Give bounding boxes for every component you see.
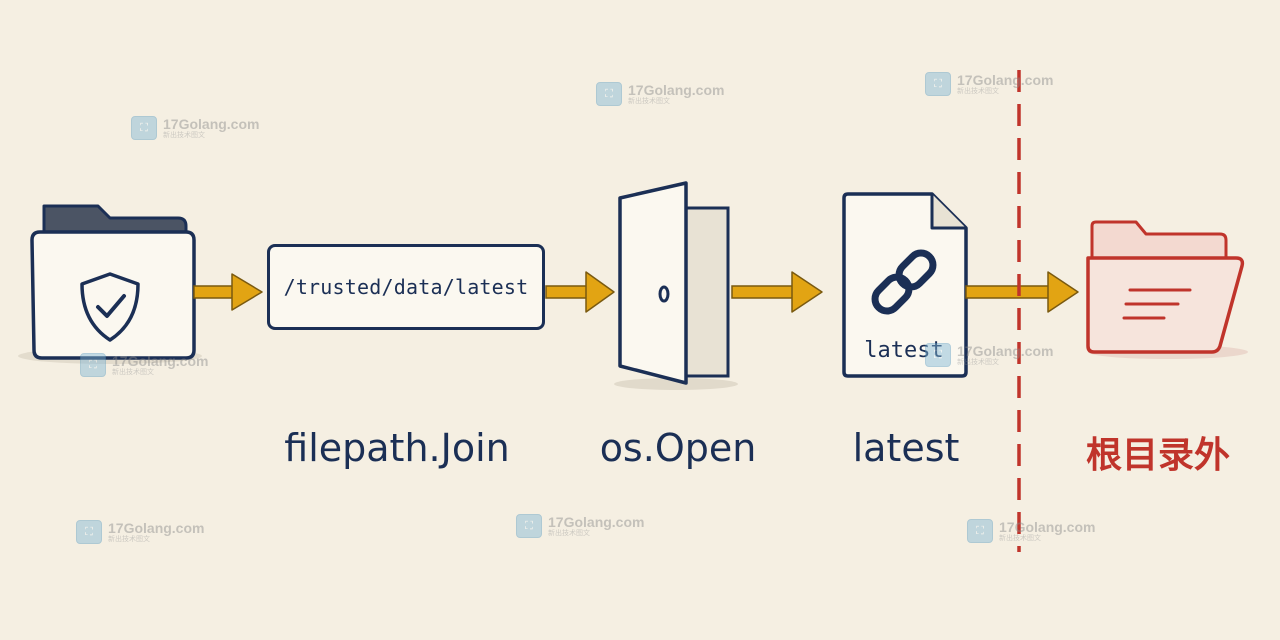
trusted-folder-icon <box>18 204 202 364</box>
watermark-site: 17Golang.com <box>108 519 205 536</box>
arrow-2 <box>545 271 615 313</box>
watermark-site: 17Golang.com <box>628 81 725 98</box>
watermark-tagline: 新出技术图文 <box>628 96 670 105</box>
watermark-tagline: 新出技术图文 <box>999 533 1041 542</box>
door-icon <box>614 181 738 390</box>
watermark-logo-icon: ⛶ <box>76 520 102 544</box>
file-icon <box>842 192 968 378</box>
watermark-site: 17Golang.com <box>957 71 1054 88</box>
step-label-filepath-join: filepath.Join <box>284 426 510 470</box>
watermark-site: 17Golang.com <box>163 115 260 132</box>
watermark-site: 17Golang.com <box>112 352 209 369</box>
watermark-site: 17Golang.com <box>999 518 1096 535</box>
link-icon <box>871 249 937 315</box>
watermark-tagline: 新出技术图文 <box>957 86 999 95</box>
arrow-4 <box>965 271 1079 313</box>
watermark-logo-icon: ⛶ <box>516 514 542 538</box>
arrow-1 <box>193 273 263 311</box>
watermark-site: 17Golang.com <box>957 342 1054 359</box>
watermark-logo-icon: ⛶ <box>925 343 951 367</box>
file-name-label: latest <box>864 338 944 363</box>
joined-path-box: /trusted/data/latest <box>267 244 545 330</box>
watermark-logo-icon: ⛶ <box>80 353 106 377</box>
red-folder-icon <box>1086 220 1248 359</box>
watermark-tagline: 新出技术图文 <box>108 534 150 543</box>
watermark-logo-icon: ⛶ <box>967 519 993 543</box>
joined-path-text: /trusted/data/latest <box>283 275 529 299</box>
arrow-3 <box>731 271 823 313</box>
watermark-logo-icon: ⛶ <box>131 116 157 140</box>
watermark-site: 17Golang.com <box>548 513 645 530</box>
watermark-logo-icon: ⛶ <box>925 72 951 96</box>
step-label-latest: latest <box>852 426 960 470</box>
watermark-tagline: 新出技术图文 <box>548 528 590 537</box>
watermark-tagline: 新出技术图文 <box>163 130 205 139</box>
watermark-tagline: 新出技术图文 <box>957 357 999 366</box>
shield-check-icon <box>80 272 140 342</box>
step-label-outside-root: 根目录外 <box>1085 435 1231 476</box>
step-label-os-open: os.Open <box>599 426 757 470</box>
watermark-logo-icon: ⛶ <box>596 82 622 106</box>
watermark-tagline: 新出技术图文 <box>112 367 154 376</box>
